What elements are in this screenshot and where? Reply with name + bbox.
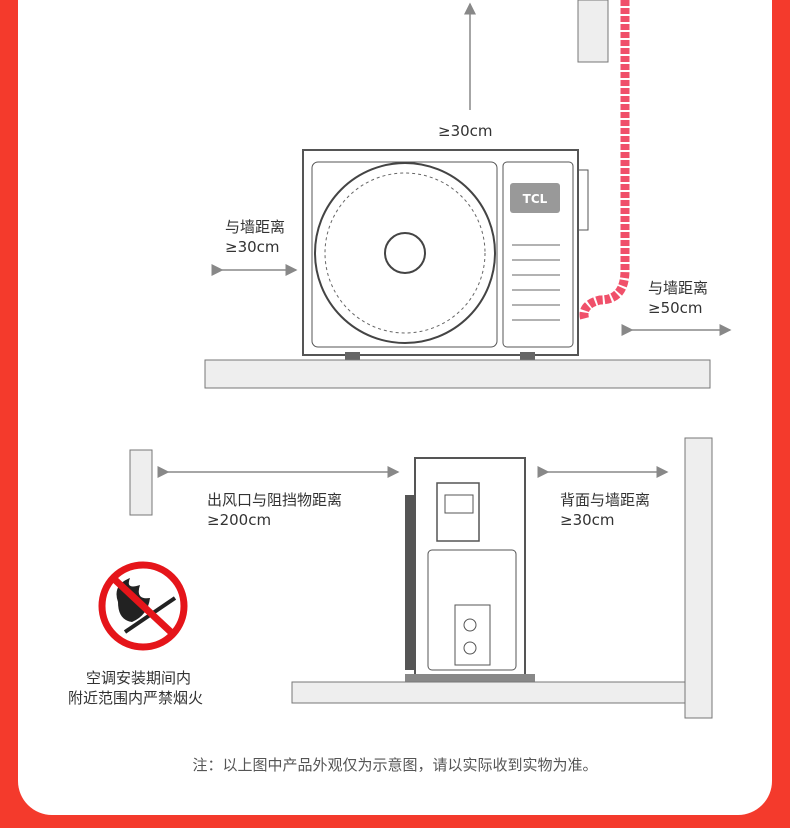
no-fire-icon [98, 561, 188, 651]
content-card [18, 0, 772, 815]
right-clearance-title: 与墙距离 [648, 279, 709, 297]
back-clearance-value: ≥30cm [560, 511, 615, 529]
top-clearance-value: ≥30cm [438, 122, 493, 140]
left-obstacle [129, 449, 153, 516]
outdoor-unit-front: TCL [302, 149, 589, 360]
warning-line-1: 空调安装期间内 [86, 669, 192, 687]
disclaimer-note: 注：以上图中产品外观仅为示意图，请以实际收到实物为准。 [192, 756, 598, 774]
ground-2 [291, 681, 691, 704]
outlet-clearance-value: ≥200cm [207, 511, 272, 529]
left-clearance-value: ≥30cm [225, 238, 280, 256]
refrigerant-pipe [579, 0, 630, 322]
left-clearance-title: 与墙距离 [225, 218, 286, 236]
right-clearance-value: ≥50cm [648, 299, 703, 317]
ground-1 [204, 359, 711, 389]
back-clearance-title: 背面与墙距离 [560, 491, 651, 509]
brand-logo: TCL [523, 192, 548, 206]
outdoor-unit-side [405, 457, 535, 682]
right-wall [684, 437, 713, 719]
top-wall [577, 0, 609, 63]
warning-line-2: 附近范围内严禁烟火 [68, 689, 204, 707]
outlet-clearance-title: 出风口与阻挡物距离 [207, 491, 343, 509]
